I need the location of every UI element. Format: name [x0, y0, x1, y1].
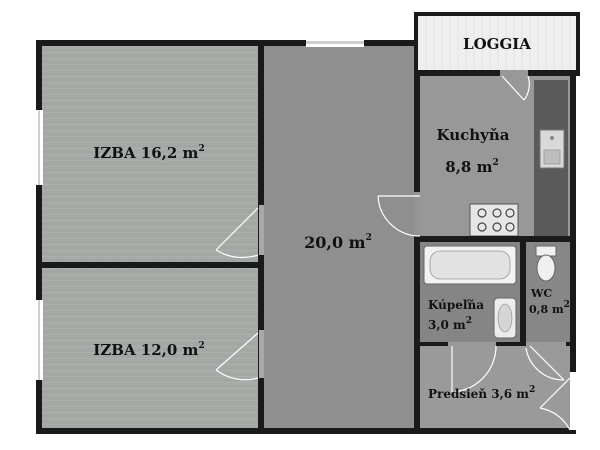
room2-floor [42, 268, 258, 428]
loggia-label: LOGGIA [463, 35, 531, 53]
bathroom-name: Kúpeľňa [428, 298, 484, 312]
room2-label: IZBA 12,0 m2 [93, 341, 204, 359]
doors [215, 75, 571, 431]
wc-area: 0,8 m2 [529, 300, 570, 316]
hall-floor [420, 346, 570, 428]
room1-floor [42, 46, 258, 262]
hall-label: Predsieň 3,6 m2 [428, 385, 535, 401]
living-label: 20,0 m2 [304, 233, 372, 252]
wc-name: WC [530, 287, 552, 300]
living-floor [264, 46, 416, 428]
bathroom-area: 3,0 m2 [428, 316, 472, 332]
room1-label: IZBA 16,2 m2 [93, 144, 204, 162]
loggia-floor [418, 16, 576, 71]
kitchen-area: 8,8 m2 [445, 158, 498, 176]
kitchen-name: Kuchyňa [437, 126, 510, 144]
